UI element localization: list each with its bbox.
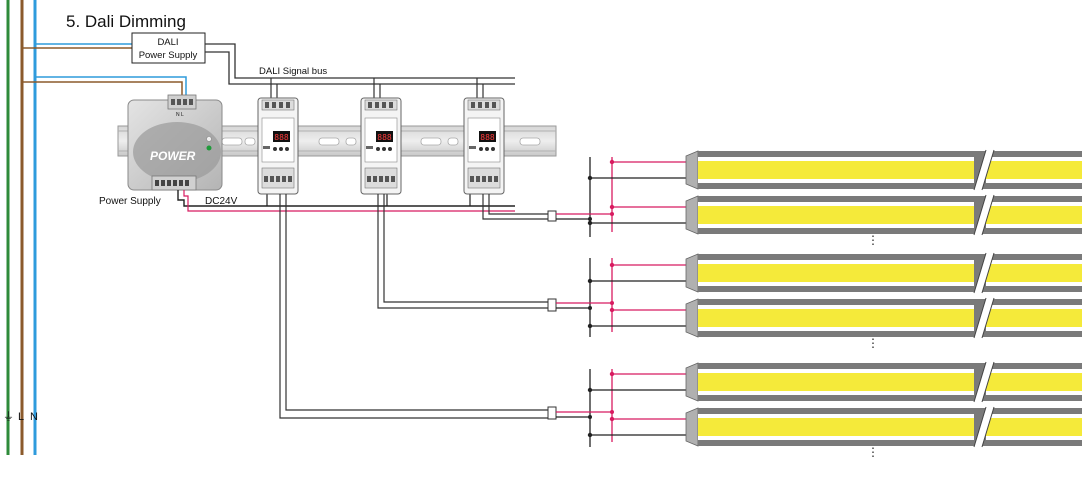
decoder-button[interactable]	[388, 147, 392, 151]
line-label: L	[18, 411, 24, 423]
output-cables	[279, 194, 557, 420]
decoder-button[interactable]	[273, 147, 277, 151]
led-group: ⋮	[556, 361, 1082, 459]
led-strip	[587, 406, 1082, 448]
continuation-dots: ⋮	[867, 445, 879, 459]
dc24v-label: DC24V	[205, 196, 238, 207]
decoder-display: 888	[480, 133, 495, 142]
diagram-title: 5. Dali Dimming	[66, 12, 186, 31]
dali-signal-bus	[205, 43, 515, 102]
decoder-button[interactable]	[491, 147, 495, 151]
power-supply-module: N L POWER	[127, 94, 223, 191]
earth-symbol: ⏚	[3, 410, 14, 423]
continuation-dots: ⋮	[867, 233, 879, 247]
power-supply-caption: Power Supply	[99, 196, 161, 207]
dali-decoder: 888	[257, 97, 299, 195]
led-strip	[587, 149, 1082, 191]
dali-psu-label-line2: Power Supply	[139, 50, 198, 61]
psu-indicator-white	[206, 136, 212, 142]
psu-terminal-text: N L	[176, 112, 184, 118]
led-groups: ⋮ ⋮ ⋮	[556, 149, 1082, 459]
decoder-button[interactable]	[479, 147, 483, 151]
mains-wires	[6, 0, 187, 455]
neutral-label: N	[30, 411, 38, 423]
decoder-button[interactable]	[382, 147, 386, 151]
decoder-button[interactable]	[285, 147, 289, 151]
led-strip	[587, 297, 1082, 339]
led-strip	[587, 361, 1082, 403]
psu-indicator-green	[206, 145, 212, 151]
dali-psu-label-line1: DALI	[157, 37, 178, 48]
decoder-button[interactable]	[485, 147, 489, 151]
continuation-dots: ⋮	[867, 336, 879, 350]
decoder-button[interactable]	[376, 147, 380, 151]
dc24v-bus	[177, 190, 515, 212]
psu-brand-text: POWER	[150, 149, 196, 163]
decoders: 888 888 888	[257, 97, 505, 195]
dali-decoder: 888	[360, 97, 402, 195]
led-strip	[587, 194, 1082, 236]
dali-bus-label: DALI Signal bus	[259, 66, 327, 77]
led-strip	[587, 252, 1082, 294]
led-group: ⋮	[556, 252, 1082, 350]
dali-decoder: 888	[463, 97, 505, 195]
dali-power-supply: DALI Power Supply	[131, 32, 206, 64]
led-group: ⋮	[556, 149, 1082, 247]
decoder-button[interactable]	[279, 147, 283, 151]
decoder-display: 888	[377, 133, 392, 142]
decoder-display: 888	[274, 133, 289, 142]
